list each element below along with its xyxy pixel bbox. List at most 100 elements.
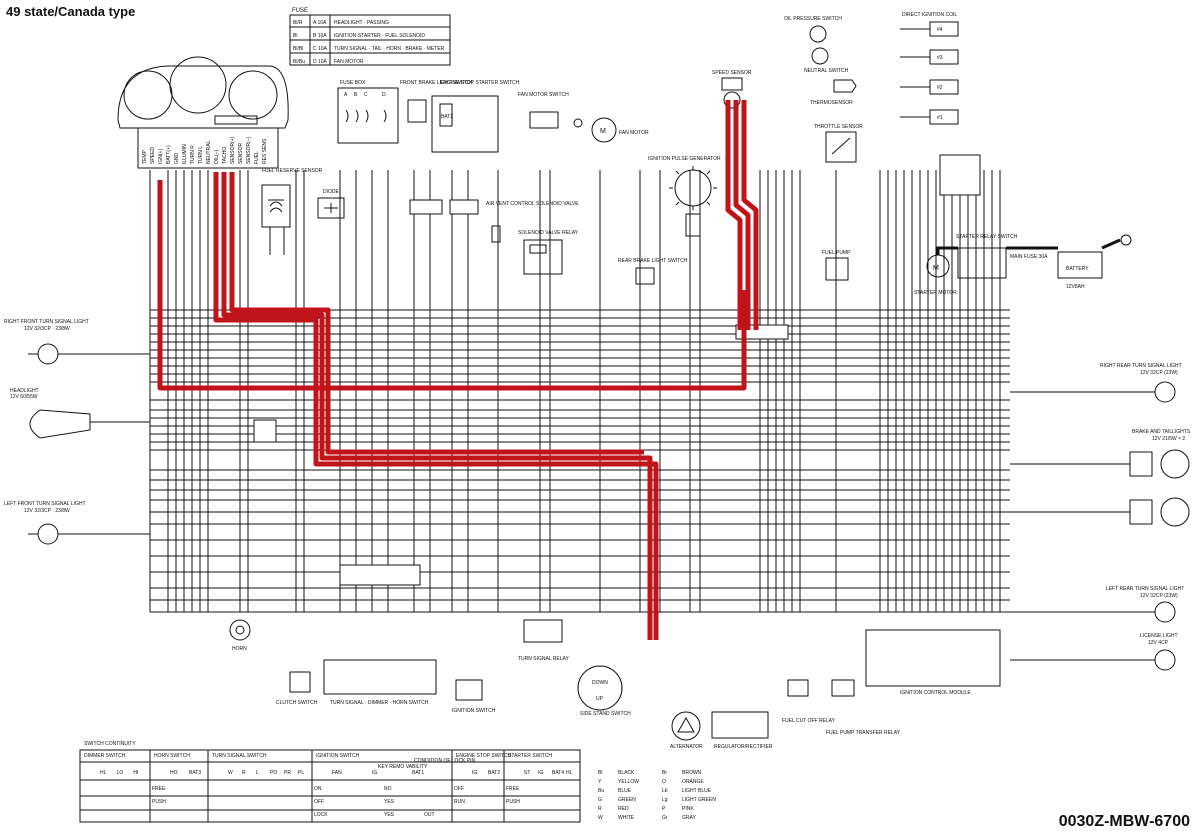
svg-text:IGNITION SWITCH: IGNITION SWITCH xyxy=(452,708,496,714)
svg-text:12V 21/5W × 2: 12V 21/5W × 2 xyxy=(1152,436,1185,442)
legend-code: Bl xyxy=(598,770,602,776)
svg-text:C: C xyxy=(364,92,368,98)
meter-pin-label: SENSOR(−) xyxy=(246,136,252,164)
svg-text:SOLENOID VALVE RELAY: SOLENOID VALVE RELAY xyxy=(518,230,579,236)
right-front-turn-light: RIGHT FRONT TURN SIGNAL LIGHT 12V 32/3CP… xyxy=(4,319,89,365)
legend-code: Lb xyxy=(662,788,668,794)
svg-text:IGNITION PULSE GENERATOR: IGNITION PULSE GENERATOR xyxy=(648,156,721,162)
svg-text:ENGINE STOP STARTER SWITCH: ENGINE STOP STARTER SWITCH xyxy=(440,80,520,86)
legend-code: W xyxy=(598,815,603,821)
svg-text:TURN SIGNAL · DIMMER · HORN SW: TURN SIGNAL · DIMMER · HORN SWITCH xyxy=(330,700,429,706)
meter-pin-label: TURN L xyxy=(198,146,204,164)
svg-text:SWITCH CONTINUITY: SWITCH CONTINUITY xyxy=(84,741,136,747)
right-rear-turn-light: RIGHT REAR TURN SIGNAL LIGHT 12V 32CP (2… xyxy=(1100,363,1182,403)
legend-color: GREEN xyxy=(618,797,636,803)
connector xyxy=(939,154,981,196)
meter-pin-label: TURN R xyxy=(190,145,196,164)
legend-color: BLUE xyxy=(618,788,632,794)
neutral-switch: NEUTRAL SWITCH xyxy=(804,47,849,74)
table-col: IG xyxy=(472,770,477,776)
svg-text:12V 60/55W: 12V 60/55W xyxy=(10,394,38,400)
thermosensor: THERMOSENSOR xyxy=(810,79,857,106)
svg-text:#2: #2 xyxy=(937,85,943,91)
page-title: 49 state/Canada type xyxy=(6,4,136,19)
svg-text:FUSE BOX: FUSE BOX xyxy=(340,80,366,86)
meter-pin-label: SPEED xyxy=(150,147,156,164)
svg-text:DOWN: DOWN xyxy=(592,680,608,686)
legend-color: WHITE xyxy=(618,815,635,821)
svg-text:CLUTCH SWITCH: CLUTCH SWITCH xyxy=(276,700,318,706)
fuse-wire: Bl/R xyxy=(293,20,303,26)
starter-relay-switch: STARTER RELAY SWITCH MAIN FUSE 30A xyxy=(956,234,1048,279)
meter-pin-label: BATT(+) xyxy=(166,145,172,164)
svg-text:DIRECT IGNITION COIL: DIRECT IGNITION COIL xyxy=(902,12,957,18)
svg-text:BATTERY: BATTERY xyxy=(1066,266,1089,272)
legend-code: Y xyxy=(598,779,602,785)
svg-text:REAR BRAKE LIGHT SWITCH: REAR BRAKE LIGHT SWITCH xyxy=(618,258,688,264)
svg-text:BAT2: BAT2 xyxy=(441,114,453,120)
svg-text:D: D xyxy=(382,92,386,98)
throttle-sensor: THROTTLE SENSOR xyxy=(814,124,863,163)
svg-text:#1: #1 xyxy=(937,115,943,121)
table-row-label: RUN xyxy=(454,799,465,805)
legend-code: R xyxy=(598,806,602,812)
svg-text:A: A xyxy=(344,92,348,98)
svg-text:MAIN FUSE 30A: MAIN FUSE 30A xyxy=(1010,254,1048,260)
svg-text:FUEL CUT OFF RELAY: FUEL CUT OFF RELAY xyxy=(782,718,836,724)
clutch-switch: CLUTCH SWITCH xyxy=(276,671,318,706)
table-row-label: PUSH xyxy=(506,799,520,805)
brake-taillights: BRAKE AND TAILLIGHTS 12V 21/5W × 2 xyxy=(1129,429,1191,527)
table-cell: OUT xyxy=(424,812,435,818)
svg-text:12V 32/3CP · 23/8W: 12V 32/3CP · 23/8W xyxy=(24,326,70,332)
svg-text:IGNITION CONTROL MODULE: IGNITION CONTROL MODULE xyxy=(900,690,971,696)
svg-text:THROTTLE SENSOR: THROTTLE SENSOR xyxy=(814,124,863,130)
svg-text:NEUTRAL SWITCH: NEUTRAL SWITCH xyxy=(804,68,849,74)
svg-text:12V8AH: 12V8AH xyxy=(1066,284,1085,290)
svg-text:HORN: HORN xyxy=(232,646,247,652)
table-row-label: FREE xyxy=(152,786,166,792)
fuse-wire: Bl xyxy=(293,33,297,39)
svg-text:M: M xyxy=(600,128,606,135)
legend-color: GRAY xyxy=(682,815,696,821)
legend-code: Lg xyxy=(662,797,668,803)
table-col: IG xyxy=(372,770,377,776)
svg-text:LEFT REAR TURN SIGNAL LIGHT: LEFT REAR TURN SIGNAL LIGHT xyxy=(1106,586,1184,592)
fuse-circuit: IGNITION·STARTER · FUEL SOLENOID xyxy=(334,33,425,39)
table-header: HORN SWITCH xyxy=(154,753,190,759)
table-header: DIMMER SWITCH xyxy=(84,753,126,759)
connector xyxy=(409,199,443,215)
table-col: LO xyxy=(117,770,124,776)
table-col: PL xyxy=(298,770,304,776)
front-brake-switch: FRONT BRAKE LIGHT SWITCH xyxy=(400,80,473,123)
svg-text:FUEL RESERVE SENSOR: FUEL RESERVE SENSOR xyxy=(262,168,323,174)
alternator: ALTERNATOR xyxy=(670,711,703,750)
fuse-id: B 10A xyxy=(313,33,327,39)
svg-text:UP: UP xyxy=(596,696,604,702)
drawing-code: 0030Z-MBW-6700 xyxy=(1058,813,1190,830)
fuse-circuit: FAN MOTOR xyxy=(334,59,364,65)
fuse-table-title: FUSE xyxy=(292,8,308,14)
svg-text:ALTERNATOR: ALTERNATOR xyxy=(670,744,703,750)
legend-color: YELLOW xyxy=(618,779,639,785)
legend-code: P xyxy=(662,806,666,812)
svg-text:12V 32/3CP · 23/8W: 12V 32/3CP · 23/8W xyxy=(24,508,70,514)
ignition-switch: IGNITION SWITCH xyxy=(452,679,496,714)
legend-color: LIGHT GREEN xyxy=(682,797,716,803)
svg-text:SIDE STAND SWITCH: SIDE STAND SWITCH xyxy=(580,711,631,717)
svg-text:#4: #4 xyxy=(937,27,943,33)
meter-pin-label: RES SENS xyxy=(262,138,268,164)
side-stand-switch: DOWN UP SIDE STAND SWITCH xyxy=(577,665,631,717)
fuel-cut-off-relay: FUEL CUT OFF RELAY xyxy=(782,679,836,724)
fuel-reserve-sensor: FUEL RESERVE SENSOR xyxy=(261,168,323,255)
table-header: IGNITION SWITCH xyxy=(316,753,360,759)
svg-text:STARTER RELAY SWITCH: STARTER RELAY SWITCH xyxy=(956,234,1018,240)
svg-text:FAN MOTOR SWITCH: FAN MOTOR SWITCH xyxy=(518,92,569,98)
meter-pin-label: NEUTRAL xyxy=(206,140,212,164)
table-col: HI xyxy=(133,770,138,776)
meter-pin-label: SENSOR xyxy=(238,142,244,164)
meter-pin-label: TEMP xyxy=(142,149,148,164)
